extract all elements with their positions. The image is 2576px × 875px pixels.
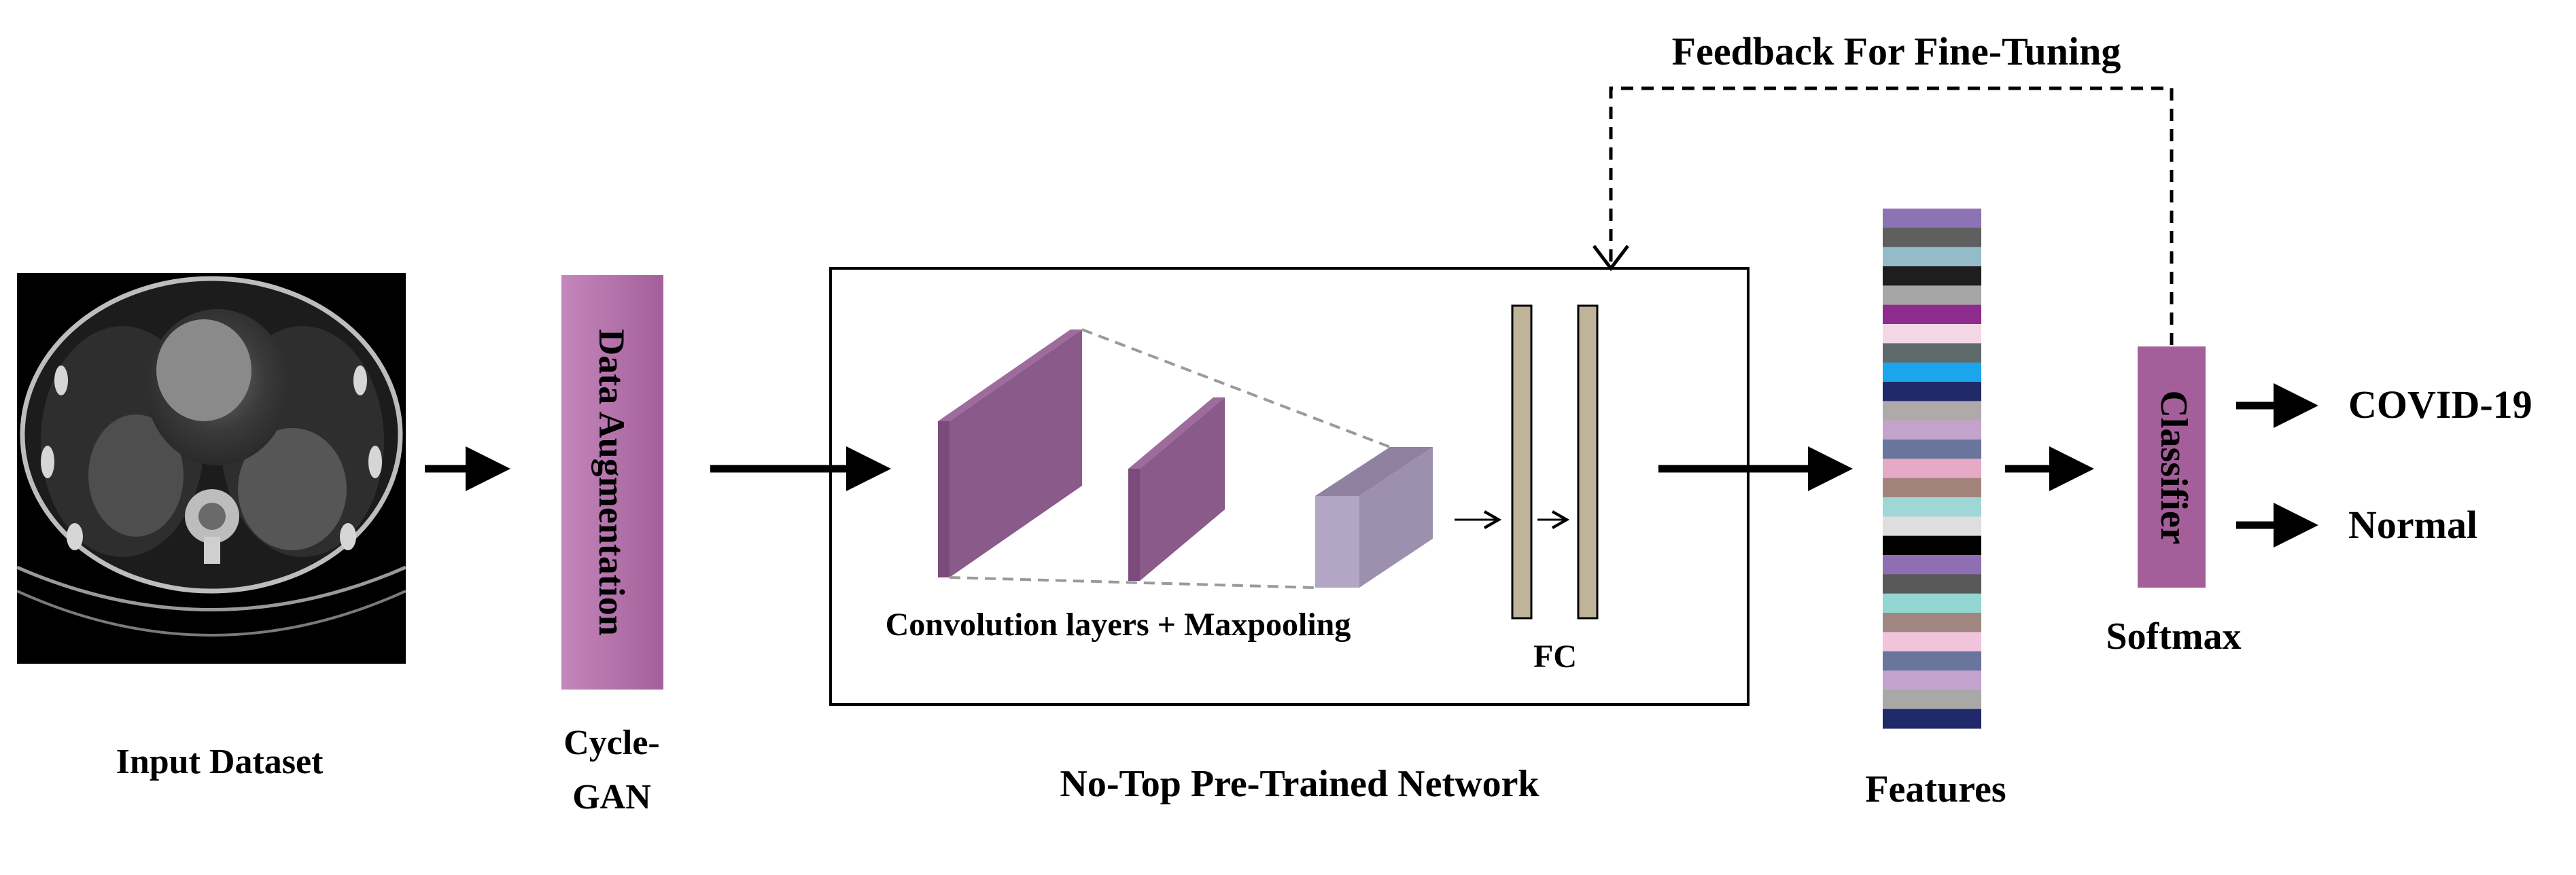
feature-stripe: [1883, 555, 1981, 575]
softmax-label: Softmax: [2106, 615, 2241, 658]
feature-stripe: [1883, 324, 1981, 344]
feature-stripe: [1883, 362, 1981, 382]
feature-stripe: [1883, 593, 1981, 613]
feature-stripe: [1883, 343, 1981, 363]
feature-stripe: [1883, 709, 1981, 729]
conv-connectors: [949, 328, 1391, 589]
network-label: No-Top Pre-Trained Network: [1060, 763, 1539, 805]
feature-stripe: [1883, 671, 1981, 690]
fc-label: FC: [1533, 639, 1577, 675]
feature-stripe: [1883, 209, 1981, 228]
data-augmentation-block: [561, 275, 663, 690]
feature-stripe: [1883, 285, 1981, 306]
feedback-arrowhead: [1592, 245, 1629, 272]
feature-stripe: [1883, 613, 1981, 632]
feature-stripe: [1883, 478, 1981, 498]
feature-stripe: [1883, 459, 1981, 479]
data-augmentation-label: Data Augmentation: [591, 329, 632, 636]
feature-stripe: [1883, 420, 1981, 440]
feature-stripe: [1883, 651, 1981, 671]
output-normal-label: Normal: [2348, 503, 2477, 547]
conv-layer-1: [938, 329, 1082, 577]
conv-layer-2: [1128, 397, 1225, 581]
output-covid-label: COVID-19: [2348, 382, 2533, 427]
feature-stripe: [1883, 228, 1981, 248]
maxpooling-layer: [1315, 447, 1433, 588]
feature-stripe: [1883, 574, 1981, 594]
conv-layers-label: Convolution layers + Maxpooling: [886, 607, 1351, 643]
feature-stripe: [1883, 401, 1981, 421]
feedback-label: Feedback For Fine-Tuning: [1672, 29, 2121, 73]
feature-stripe: [1883, 535, 1981, 556]
feedback-loop-arrow: [1609, 86, 2174, 345]
ct-scan-image: [17, 273, 406, 664]
cyclegan-label-line2: GAN: [572, 778, 651, 817]
feature-stripe: [1883, 304, 1981, 325]
input-dataset-label: Input Dataset: [116, 743, 324, 781]
feature-stripe: [1883, 690, 1981, 710]
cyclegan-label-line1: Cycle-: [563, 724, 659, 762]
feature-stripe: [1883, 632, 1981, 652]
feature-stripe: [1883, 247, 1981, 267]
pretrained-network-box: [829, 267, 1750, 706]
feature-stripe: [1883, 382, 1981, 401]
feature-stripe: [1883, 497, 1981, 517]
classifier-block: [2138, 346, 2206, 588]
fc-layer-1: [1511, 304, 1533, 620]
fc-layer-2: [1577, 304, 1599, 620]
feature-vector: [1883, 209, 1981, 729]
feature-stripe: [1883, 440, 1981, 459]
features-label: Features: [1865, 768, 2006, 810]
feature-stripe: [1883, 516, 1981, 537]
classifier-label: Classifier: [2153, 390, 2195, 544]
feature-stripe: [1883, 266, 1981, 286]
